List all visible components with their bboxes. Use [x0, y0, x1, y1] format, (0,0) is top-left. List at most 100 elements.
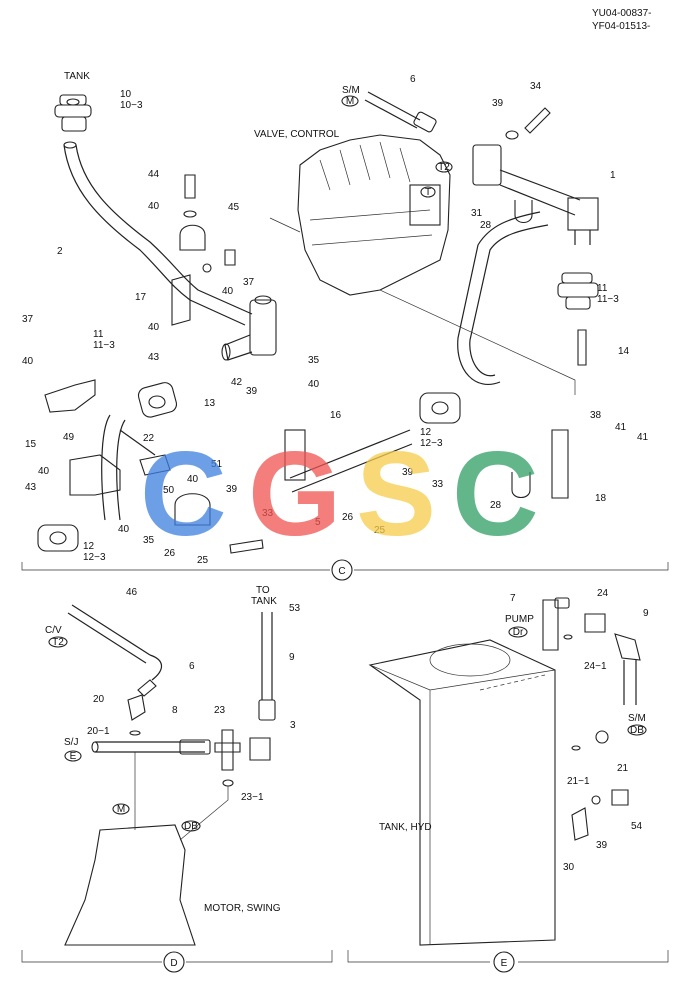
callout: 9	[643, 608, 649, 619]
section-d: D C/V T2 TO TANK S/J E M DB MOTOR, SWING…	[21, 585, 333, 973]
callout: 40	[187, 474, 199, 485]
callout: 26	[164, 548, 176, 559]
watermark: C G S C	[140, 427, 539, 561]
clamp-45	[179, 224, 206, 251]
callout: 54	[631, 821, 643, 832]
callout: 12	[420, 427, 432, 438]
callout: 28	[480, 220, 492, 231]
callout: 40	[148, 322, 160, 333]
watermark-letter-2: G	[248, 427, 341, 561]
fitting-12-right	[419, 392, 461, 424]
callout: 41	[615, 422, 627, 433]
callout: 43	[148, 352, 160, 363]
pipe-1	[457, 144, 599, 385]
control-valve	[297, 134, 451, 296]
callout: 14	[618, 346, 630, 357]
svg-text:D: D	[170, 958, 177, 969]
bracket-15	[44, 379, 96, 413]
callout: 7	[510, 593, 516, 604]
callout: 15	[25, 439, 37, 450]
callout: 33	[262, 508, 274, 519]
callout: 10	[120, 89, 132, 100]
callout: 26	[342, 512, 354, 523]
callout: 11−3	[597, 294, 619, 305]
callout: 17	[135, 292, 147, 303]
callout: 37	[243, 277, 255, 288]
fitting-9	[614, 633, 641, 661]
callout: 49	[63, 432, 75, 443]
callout: 35	[308, 355, 320, 366]
callout: 33	[432, 479, 444, 490]
callout: 25	[197, 555, 209, 566]
section-d-marker	[163, 951, 185, 973]
callout: 39	[596, 840, 608, 851]
label-motor-swing: MOTOR, SWING	[204, 903, 281, 914]
callout: 35	[143, 535, 155, 546]
callout: 12−3	[83, 552, 106, 563]
elbow-3	[249, 737, 271, 761]
callout: 40	[22, 356, 34, 367]
fitting-7	[542, 599, 559, 651]
bolt-14	[577, 329, 587, 366]
pipe-22	[101, 414, 111, 521]
hose-53	[261, 612, 273, 700]
hydraulic-tank	[368, 639, 556, 946]
callout: 23−1	[241, 792, 264, 803]
bolt-44	[184, 174, 196, 199]
callout: 21−1	[567, 776, 590, 787]
callout: 23	[214, 705, 226, 716]
tee-fitting	[221, 295, 277, 361]
callout: 53	[289, 603, 301, 614]
u-bolt-28a	[514, 200, 533, 224]
section-e-marker	[493, 951, 515, 973]
svg-text:E: E	[501, 958, 508, 969]
callout: 50	[163, 485, 175, 496]
bracket-16	[284, 429, 306, 481]
bracket-18	[551, 429, 569, 499]
callout: 20−1	[87, 726, 110, 737]
callout: 44	[148, 169, 160, 180]
callout: 8	[172, 705, 178, 716]
badge-e: E	[70, 751, 77, 762]
header-code-1: YU04-00837-	[592, 8, 651, 19]
fitting-10	[54, 94, 92, 132]
callout: 24−1	[584, 661, 607, 672]
callout: 40	[38, 466, 50, 477]
section-e: E PUMP Dr S/M DB TANK, HYD 7 24 9 24−1 2…	[347, 588, 669, 973]
watermark-letter-3: S	[356, 427, 436, 561]
callout: 11	[93, 329, 104, 340]
callout: 28	[490, 500, 502, 511]
callout: 2	[57, 246, 63, 257]
fitting-11-left	[137, 382, 178, 418]
label-cv: C/V	[45, 625, 62, 636]
watermark-letter-4: C	[452, 427, 539, 561]
swing-motor	[64, 824, 196, 946]
callout: 21	[617, 763, 629, 774]
callout: 11−3	[93, 340, 115, 351]
callout: 51	[211, 459, 223, 470]
callout: 39	[402, 467, 414, 478]
badge-db-d: DB	[184, 821, 198, 832]
callout: 40	[308, 379, 320, 390]
label-to: TO	[256, 585, 270, 596]
callouts-d: 46 53 9 6 20 8 23 3 20−1 23−1	[87, 587, 301, 803]
section-c: C TANK S/M VALVE, CONTROL M T2 T 10 10−3…	[21, 71, 669, 581]
pipe-5	[289, 429, 411, 479]
badge-m: M	[346, 96, 354, 107]
bracket-49	[69, 454, 121, 496]
callout: 12	[83, 541, 95, 552]
callout: 43	[25, 482, 37, 493]
clamp-25	[174, 493, 211, 526]
callout: 3	[290, 720, 296, 731]
section-c-marker	[331, 559, 353, 581]
pipe-8	[95, 741, 205, 753]
callout: 6	[189, 661, 195, 672]
tee-23	[214, 729, 241, 771]
label-tank-d: TANK	[251, 596, 277, 607]
fitting-11-right	[557, 272, 599, 310]
badge-dr: Dr	[513, 627, 524, 638]
tee-24	[584, 613, 606, 633]
label-sm-e: S/M	[628, 713, 646, 724]
watermark-letter-1: C	[140, 427, 227, 561]
label-tank: TANK	[64, 71, 90, 82]
